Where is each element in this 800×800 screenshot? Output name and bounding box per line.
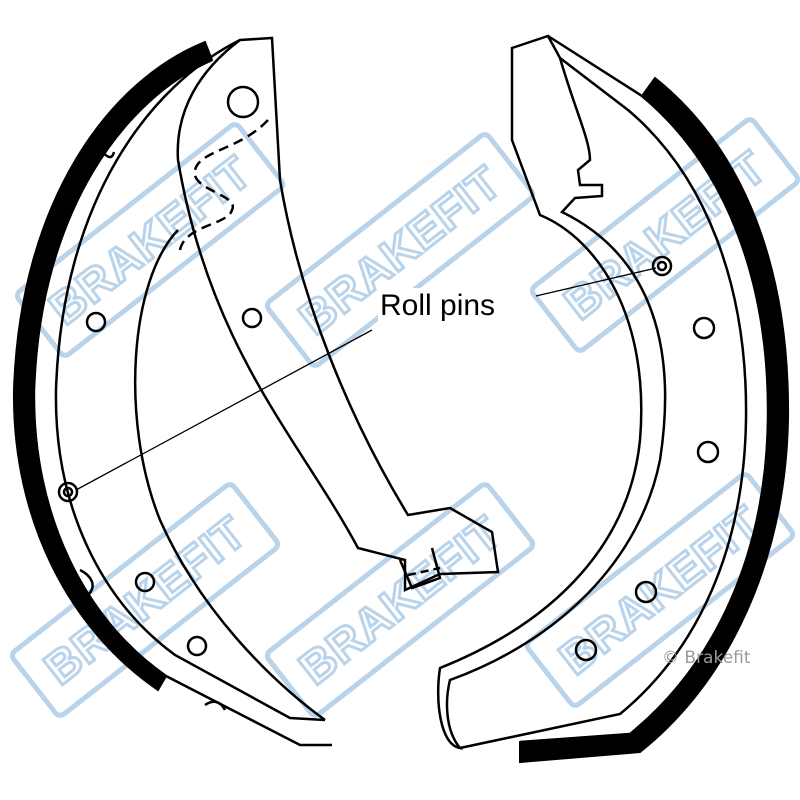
left-anchor-hole [226, 85, 260, 119]
left-shoe-web-inner [133, 229, 326, 722]
left-shoe-table-inner [54, 38, 326, 722]
right-roll-pin-inner [656, 260, 668, 272]
right-hole [634, 580, 658, 604]
watermark: BRAKEFIT [264, 132, 536, 368]
right-hole [696, 440, 720, 464]
left-hole [85, 311, 107, 333]
left-adjuster-bracket [398, 547, 442, 590]
left-adjuster-dash [407, 566, 441, 577]
right-hole [574, 638, 598, 662]
left-notch [204, 700, 227, 711]
left-roll-pin-outer [57, 481, 79, 503]
left-shoe-web [176, 36, 500, 592]
watermark-layer: BRAKEFIT BRAKEFIT BRAKEFIT BRAKEFIT BRAK… [9, 117, 800, 718]
left-notch [21, 379, 32, 406]
left-hole [186, 635, 208, 657]
left-hole [241, 307, 263, 329]
leader-line-left [75, 329, 373, 491]
left-notch [79, 568, 94, 596]
left-hidden-spring [178, 119, 269, 251]
watermark: BRAKEFIT [264, 482, 536, 718]
right-brake-shoe [436, 34, 790, 764]
right-shoe-table [519, 34, 770, 744]
left-notch [99, 149, 116, 159]
left-brake-shoe [12, 36, 500, 747]
right-shoe-table-inner [459, 57, 748, 750]
left-roll-pin-inner [62, 486, 74, 498]
leader-line-right [535, 267, 657, 297]
copyright-text: © Brakefit [662, 648, 751, 668]
right-hole [692, 316, 716, 340]
right-roll-pin-outer [651, 255, 673, 277]
right-shoe-web [436, 34, 667, 750]
roll-pins-label: Roll pins [378, 288, 498, 324]
watermark-text: BRAKEFIT [289, 505, 511, 694]
left-shoe-table [32, 58, 332, 747]
left-hole [134, 571, 156, 593]
callout-leaders [75, 267, 657, 491]
